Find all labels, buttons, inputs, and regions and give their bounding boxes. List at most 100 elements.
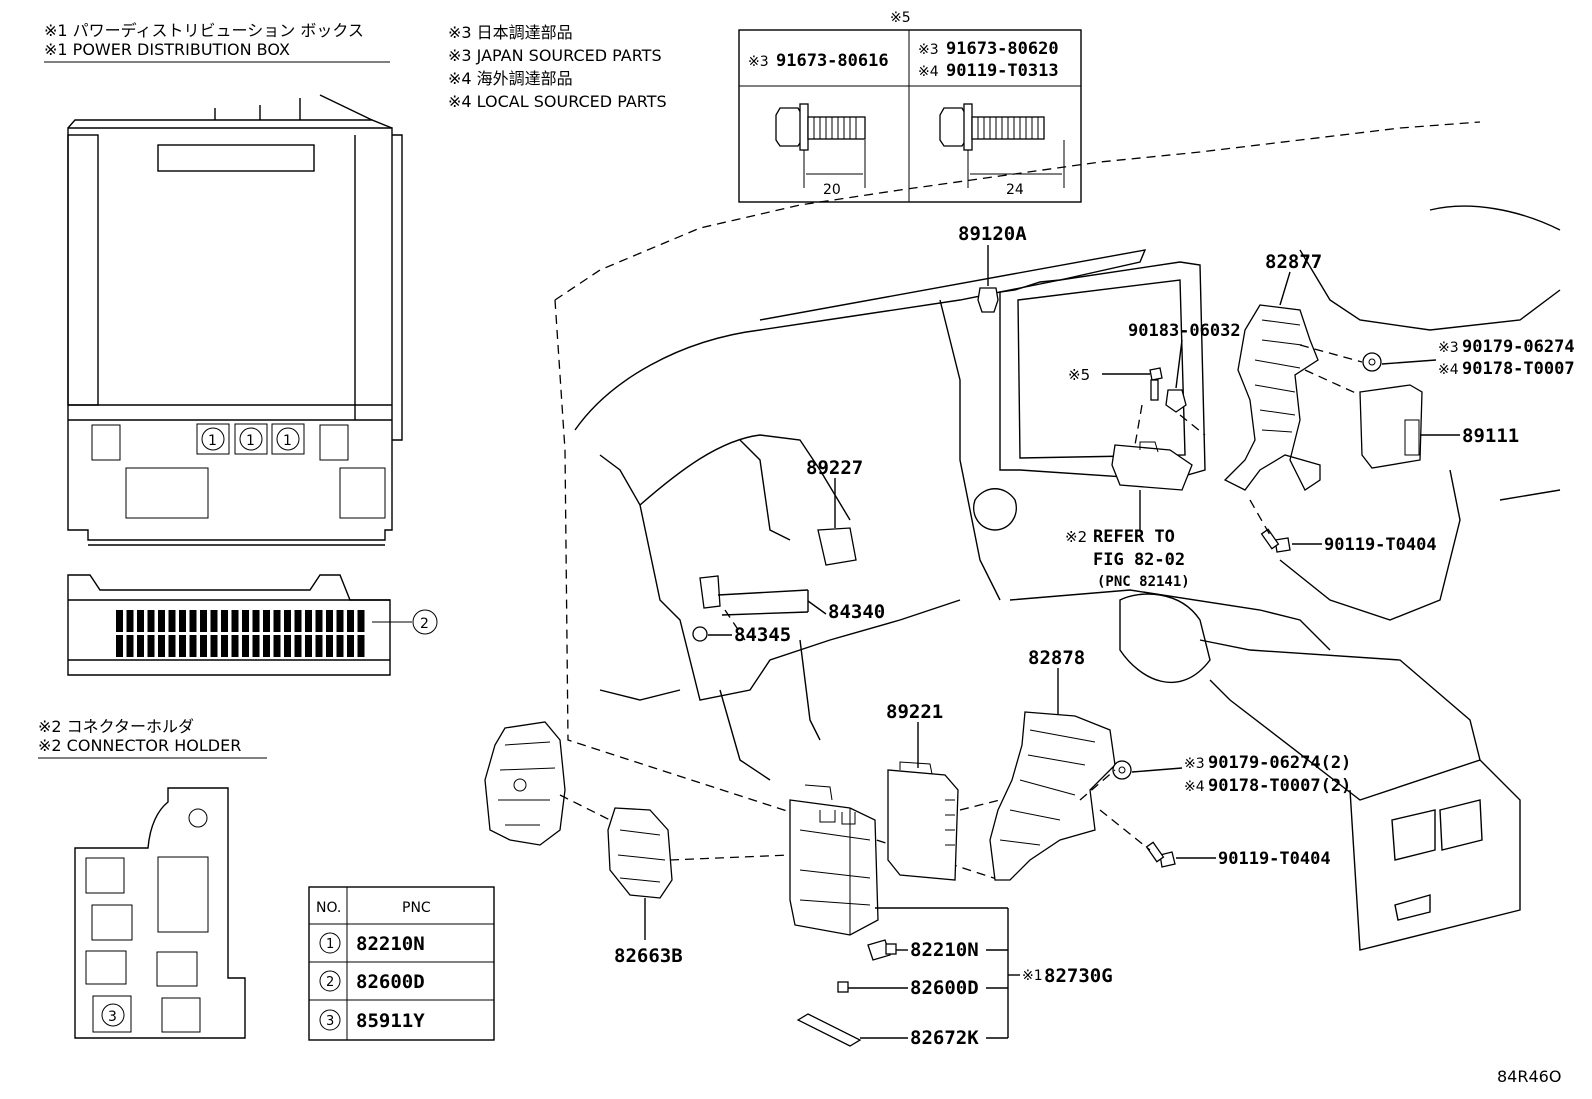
note-pdb-en: ※1 POWER DISTRIBUTION BOX bbox=[44, 40, 290, 59]
note-pdb-jp: ※1 パワーディストリビューション ボックス bbox=[44, 21, 364, 40]
terminal-slot bbox=[210, 635, 218, 657]
label-nut-upper-mark4: ※4 bbox=[1438, 362, 1459, 378]
label-nut-lower-mark3: ※3 bbox=[1184, 756, 1205, 772]
part-82672K[interactable]: 82672K bbox=[796, 1013, 1008, 1049]
label-82878: 82878 bbox=[1028, 647, 1085, 669]
terminal-slot bbox=[326, 610, 333, 632]
instrument-panel-outline bbox=[554, 121, 1561, 951]
terminal-slot bbox=[179, 635, 186, 657]
terminal-slot bbox=[210, 610, 218, 632]
part-89221[interactable]: 89221 bbox=[886, 701, 959, 881]
terminal-slot bbox=[315, 610, 323, 632]
part-nut-lower[interactable]: ※3 90179-06274(2) ※4 90178-T0007(2) bbox=[1112, 753, 1351, 796]
part-82730G[interactable]: ※1 82730G bbox=[789, 784, 1113, 1038]
refer-mark: ※2 bbox=[1065, 528, 1087, 546]
terminal-slot bbox=[305, 610, 312, 632]
terminal-slot bbox=[221, 635, 228, 657]
label-84340: 84340 bbox=[828, 601, 885, 623]
connector-number-2: 2 bbox=[420, 616, 429, 632]
terminal-slot bbox=[284, 635, 291, 657]
note-local-jp: ※4 海外調達部品 bbox=[448, 69, 573, 88]
terminal-slot bbox=[179, 610, 186, 632]
part-89120A[interactable]: 89120A bbox=[958, 223, 1027, 313]
label-84345: 84345 bbox=[734, 624, 791, 646]
label-90119-lower: 90119-T0404 bbox=[1218, 849, 1331, 869]
terminal-slot bbox=[357, 610, 365, 632]
terminal-slot bbox=[347, 635, 354, 657]
note-holder-en: ※2 CONNECTOR HOLDER bbox=[38, 736, 241, 755]
part-nut-upper[interactable]: ※3 90179-06274 ※4 90178-T0007 bbox=[1299, 337, 1575, 379]
pnc-row-2-value: 82600D bbox=[356, 971, 425, 993]
terminal-slot bbox=[221, 610, 228, 632]
fuse-number-1b: 1 bbox=[246, 433, 255, 449]
terminal-slot bbox=[294, 635, 302, 657]
label-nut-upper-mark3: ※3 bbox=[1438, 340, 1459, 356]
terminal-slot bbox=[252, 610, 260, 632]
pnc-row-2-no: 2 bbox=[326, 975, 334, 990]
part-84340[interactable]: 84340 bbox=[699, 575, 885, 623]
refer-line-1: REFER TO bbox=[1093, 527, 1175, 547]
part-82210N[interactable]: 82210N bbox=[867, 939, 1008, 961]
terminal-slot bbox=[158, 610, 165, 632]
note-japan-en: ※3 JAPAN SOURCED PARTS bbox=[448, 46, 662, 65]
terminal-slot bbox=[126, 635, 134, 657]
terminal-slot bbox=[147, 610, 155, 632]
pnc-row-3-value: 85911Y bbox=[356, 1010, 425, 1032]
label-nut-lower-part3: 90179-06274(2) bbox=[1208, 753, 1351, 773]
pnc-row-1-no: 1 bbox=[326, 937, 334, 952]
terminal-slot bbox=[168, 610, 176, 632]
label-89227: 89227 bbox=[806, 457, 863, 479]
part-82878[interactable]: 82878 bbox=[989, 647, 1116, 881]
terminal-slot bbox=[147, 635, 155, 657]
label-82663B: 82663B bbox=[614, 945, 683, 967]
bolt-right-part-1: 91673-80620 bbox=[946, 39, 1059, 59]
bolt-right-part-2: 90119-T0313 bbox=[946, 61, 1059, 81]
part-bolt-note5[interactable]: ※5 bbox=[1068, 366, 1163, 401]
part-90119-upper[interactable]: 90119-T0404 bbox=[1249, 499, 1437, 555]
terminal-slot bbox=[273, 610, 281, 632]
terminal-slot bbox=[242, 610, 249, 632]
note-local-en: ※4 LOCAL SOURCED PARTS bbox=[448, 92, 667, 111]
terminal-slot bbox=[252, 635, 260, 657]
label-89221: 89221 bbox=[886, 701, 943, 723]
note-japan-jp: ※3 日本調達部品 bbox=[448, 23, 573, 42]
terminal-slot bbox=[116, 635, 123, 657]
terminal-slot bbox=[168, 635, 176, 657]
power-distribution-box-drawing bbox=[67, 94, 403, 546]
part-89227[interactable]: 89227 bbox=[806, 457, 863, 566]
label-89111: 89111 bbox=[1462, 425, 1519, 447]
label-82877: 82877 bbox=[1265, 251, 1322, 273]
pnc-row-1-value: 82210N bbox=[356, 933, 425, 955]
part-82600D[interactable]: 82600D bbox=[837, 977, 1008, 999]
part-90183-06032[interactable]: 90183-06032 bbox=[1128, 321, 1241, 413]
terminal-slot bbox=[242, 635, 249, 657]
part-82141-ecu[interactable]: ※2 REFER TO FIG 82-02 (PNC 82141) bbox=[1065, 404, 1206, 590]
part-82663B[interactable]: 82663B bbox=[607, 807, 683, 967]
pnc-table: NO. PNC 1 2 3 82210N 82600D 85911Y bbox=[308, 886, 495, 1041]
terminal-slot bbox=[263, 610, 270, 632]
refer-line-2: FIG 82-02 bbox=[1093, 550, 1185, 570]
label-82210N: 82210N bbox=[910, 939, 979, 961]
terminal-slot bbox=[326, 635, 333, 657]
terminal-slot bbox=[231, 610, 239, 632]
label-note5: ※5 bbox=[1068, 366, 1090, 384]
part-82877[interactable]: 82877 bbox=[1223, 251, 1322, 491]
terminal-slot bbox=[315, 635, 323, 657]
part-90119-lower[interactable]: 90119-T0404 bbox=[1145, 841, 1331, 869]
part-connector-holder-bracket[interactable] bbox=[484, 721, 611, 846]
label-nut-upper-part4: 90178-T0007 bbox=[1462, 359, 1575, 379]
terminal-slot bbox=[294, 610, 302, 632]
terminal-slot bbox=[336, 635, 344, 657]
part-84345[interactable]: 84345 bbox=[692, 624, 791, 646]
label-82672K: 82672K bbox=[910, 1027, 979, 1049]
power-distribution-box-bottom: 2 bbox=[67, 574, 438, 676]
bolt-right-mark-2: ※4 bbox=[918, 64, 939, 80]
bolt-spec-table: ※5 ※3 91673-80616 ※3 91673-80620 ※4 9011… bbox=[738, 10, 1082, 203]
holder-number-3: 3 bbox=[108, 1009, 117, 1025]
terminal-slot bbox=[158, 635, 165, 657]
terminal-slot bbox=[336, 610, 344, 632]
part-89111[interactable]: 89111 bbox=[1304, 369, 1519, 469]
terminal-slot bbox=[137, 635, 144, 657]
terminal-slot bbox=[116, 610, 123, 632]
